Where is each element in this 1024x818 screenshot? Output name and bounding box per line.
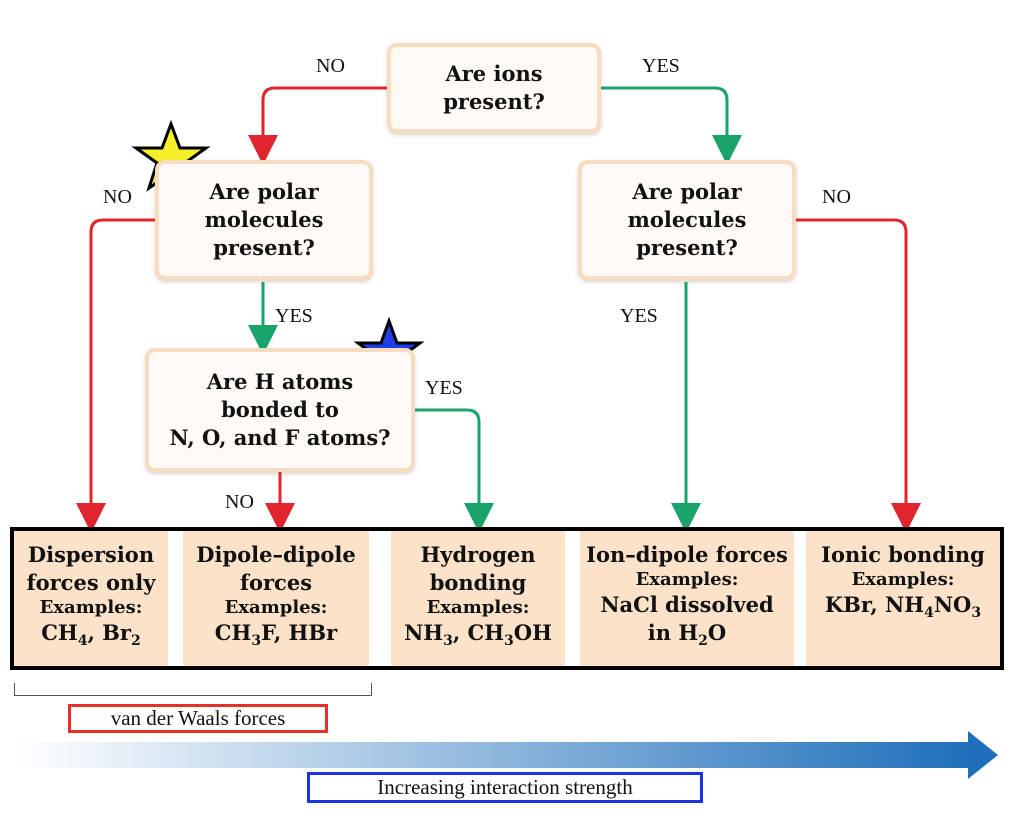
- examples-value: CH3F, HBr: [214, 620, 338, 650]
- examples-value: CH4, Br2: [41, 620, 141, 650]
- van-der-waals-bracket: [14, 683, 372, 696]
- increasing-strength-label: Increasing interaction strength: [307, 772, 703, 803]
- arrow-ions-yes: [598, 86, 742, 165]
- strength-arrow-head: [968, 731, 998, 779]
- strength-arrow-shaft: [14, 742, 970, 768]
- examples-value: KBr, NH4NO3: [824, 592, 982, 622]
- category-title: Ion–dipole forces: [586, 542, 788, 567]
- question-h-atoms: Are H atoms bonded to N, O, and F atoms?: [145, 348, 415, 472]
- category-ion-dipole: Ion–dipole forces Examples: NaCl dissolv…: [580, 531, 794, 666]
- examples-label: Examples:: [426, 597, 530, 618]
- label-polar-left-no: NO: [103, 186, 132, 208]
- label-polar-left-yes: YES: [275, 305, 313, 327]
- examples-label: Examples:: [635, 569, 739, 590]
- examples-label: Examples:: [39, 597, 143, 618]
- label-polar-right-no: NO: [822, 186, 851, 208]
- category-title: Dispersion forces only: [26, 542, 156, 595]
- question-polar-left: Are polar molecules present?: [155, 160, 373, 280]
- question-ions-present: Are ions present?: [387, 43, 601, 133]
- examples-value: NH3, CH3OH: [404, 620, 552, 650]
- label-ions-no: NO: [316, 55, 345, 77]
- van-der-waals-label: van der Waals forces: [68, 704, 328, 733]
- arrow-polar-right-no: [793, 218, 921, 533]
- examples-label: Examples:: [851, 569, 955, 590]
- category-dispersion: Dispersion forces only Examples: CH4, Br…: [14, 531, 168, 666]
- label-h-no: NO: [225, 491, 254, 513]
- category-ionic-bonding: Ionic bonding Examples: KBr, NH4NO3: [806, 531, 1000, 666]
- question-polar-right: Are polar molecules present?: [578, 160, 796, 280]
- label-ions-yes: YES: [642, 55, 680, 77]
- examples-label: Examples:: [224, 597, 328, 618]
- category-title: Hydrogen bonding: [420, 542, 536, 595]
- arrow-ions-no: [248, 86, 390, 165]
- arrow-polar-left-no: [76, 218, 160, 533]
- arrow-h-yes: [412, 408, 494, 533]
- label-polar-right-yes: YES: [620, 305, 658, 327]
- category-dipole-dipole: Dipole–dipole forces Examples: CH3F, HBr: [183, 531, 369, 666]
- category-hydrogen-bonding: Hydrogen bonding Examples: NH3, CH3OH: [391, 531, 565, 666]
- label-h-yes: YES: [425, 377, 463, 399]
- category-title: Dipole–dipole forces: [196, 542, 356, 595]
- category-title: Ionic bonding: [821, 542, 985, 567]
